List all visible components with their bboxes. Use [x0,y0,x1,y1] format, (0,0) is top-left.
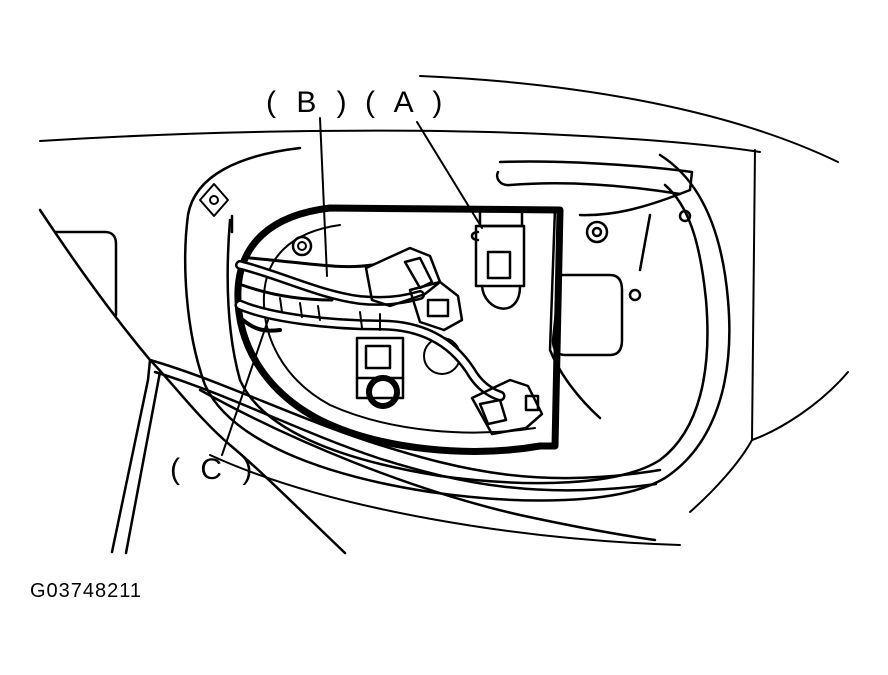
callout-label-a: ( A ) [365,86,449,119]
body-seam [38,208,657,555]
callout-label-c: ( C ) [170,453,259,486]
harness-connector-end [470,378,544,436]
fuel-line [148,358,662,492]
wire-harness-b [234,256,506,402]
body-outline [39,75,849,546]
figure-id: G03748211 [30,580,143,602]
mounting-bracket [495,160,694,420]
connector-a [470,206,526,310]
callout-label-b: ( B ) [266,86,353,119]
leader-lines [221,117,483,456]
access-panel-outline [183,146,731,502]
connector-c [355,336,405,409]
diamond-marker [199,183,229,217]
harness-connector-upper [364,246,464,332]
